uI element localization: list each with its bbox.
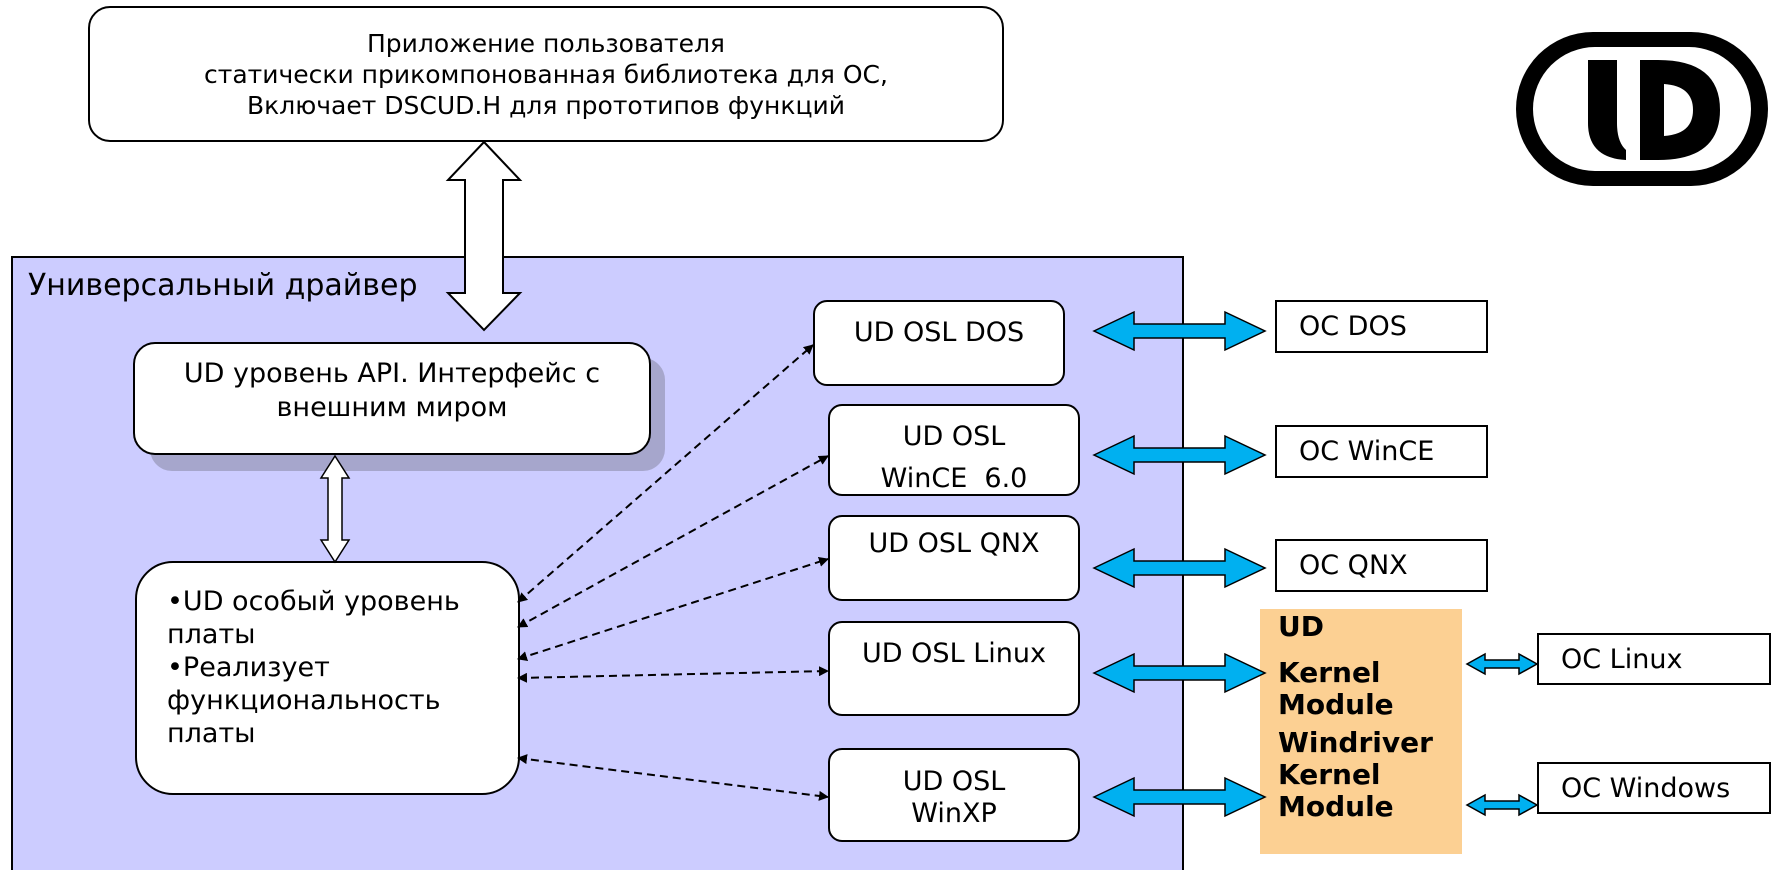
- app-box-line-1: Приложение пользователя: [367, 28, 725, 58]
- osl-dos-label: UD OSL DOS: [853, 317, 1025, 348]
- osl-dos-box: UD OSL DOS: [813, 300, 1065, 386]
- dashed-arrow-wince: [517, 455, 829, 628]
- osl-linux-label: UD OSL Linux: [862, 638, 1046, 669]
- blue-arrow-linux-kernel: [1092, 652, 1267, 694]
- board-box-line-2: платы: [167, 619, 256, 650]
- app-box-line-2: статически прикомпонованная библиотека д…: [204, 59, 888, 89]
- app-driver-double-arrow: [445, 140, 523, 332]
- app-box-line-3: Включает DSCUD.H для прототипов функций: [247, 90, 845, 120]
- kernel-line-1: UD: [1278, 610, 1324, 643]
- kernel-line-6: Module: [1278, 790, 1394, 823]
- api-board-double-arrow: [319, 454, 351, 564]
- blue-arrow-wince: [1092, 434, 1267, 476]
- board-layer-box: •UD особый уровень платы •Реализует функ…: [135, 561, 520, 795]
- osl-winxp-label-2: WinXP: [911, 798, 997, 829]
- osl-linux-box: UD OSL Linux: [828, 621, 1080, 716]
- osl-winxp-box: UD OSL WinXP: [828, 748, 1080, 842]
- blue-arrow-dos: [1092, 310, 1267, 352]
- osl-qnx-box: UD OSL QNX: [828, 515, 1080, 601]
- board-box-line-3: •Реализует: [167, 652, 330, 683]
- osl-qnx-label: UD OSL QNX: [868, 528, 1040, 559]
- osl-wince-label-1: UD OSL: [902, 421, 1006, 452]
- dashed-arrow-qnx: [517, 557, 829, 661]
- blue-arrow-kernel-windows: [1465, 793, 1539, 817]
- osl-winxp-label-1: UD OSL: [902, 766, 1006, 797]
- dashed-arrow-linux: [517, 666, 829, 683]
- os-wince-box: ОС WinCE: [1275, 425, 1488, 478]
- blue-arrow-qnx: [1092, 547, 1267, 589]
- board-box-line-1: •UD особый уровень: [167, 586, 460, 617]
- osl-wince-label-2: WinCE 6.0: [880, 463, 1028, 494]
- board-box-line-5: платы: [167, 718, 256, 749]
- board-box-line-4: функциональность: [167, 685, 441, 716]
- driver-region-title: Универсальный драйвер: [28, 268, 418, 303]
- api-box-line-2: внешним миром: [276, 392, 508, 423]
- dashed-arrow-dos: [517, 344, 814, 603]
- user-application-box: Приложение пользователя статически прико…: [88, 6, 1004, 142]
- kernel-line-5: Kernel: [1278, 758, 1381, 791]
- os-linux-box: ОС Linux: [1537, 633, 1771, 685]
- blue-arrow-kernel-linux: [1465, 652, 1539, 676]
- kernel-line-4: Windriver: [1278, 726, 1433, 759]
- kernel-module-box: UD Kernel Module Windriver Kernel Module: [1260, 609, 1462, 854]
- os-dos-box: ОС DOS: [1275, 300, 1488, 353]
- osl-wince-box: UD OSL WinCE 6.0: [828, 404, 1080, 496]
- ud-logo-icon: [1516, 32, 1768, 186]
- dashed-arrow-winxp: [517, 754, 829, 801]
- kernel-line-3: Module: [1278, 688, 1394, 721]
- kernel-line-2: Kernel: [1278, 656, 1381, 689]
- os-windows-box: ОС Windows: [1537, 762, 1771, 814]
- blue-arrow-winxp-kernel: [1092, 776, 1267, 818]
- os-qnx-box: ОС QNX: [1275, 539, 1488, 592]
